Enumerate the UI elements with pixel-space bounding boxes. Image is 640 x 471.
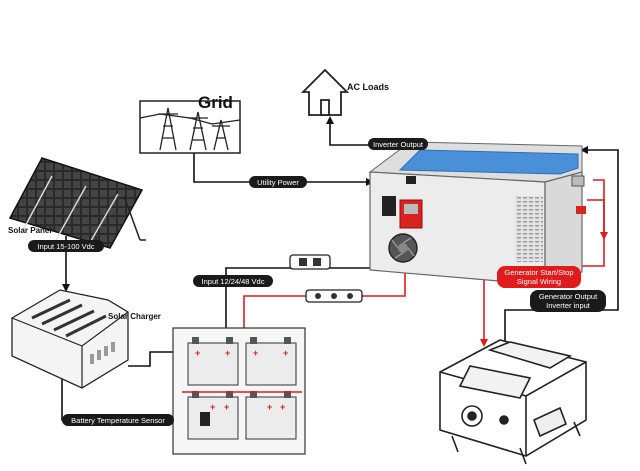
- fuse-black-icon: [289, 254, 331, 270]
- solar-panel-label: Solar Panel: [8, 226, 52, 235]
- solar-charger-label: Solar Charger: [108, 312, 161, 321]
- battery-bank-icon: + + + + + + + +: [172, 327, 306, 455]
- svg-text:+: +: [225, 348, 230, 358]
- inverter-icon: [368, 141, 586, 286]
- svg-text:+: +: [267, 402, 272, 412]
- pill-gen-start-stop-line2: Signal Wiring: [517, 277, 561, 286]
- svg-text:+: +: [280, 402, 285, 412]
- fuse-red-icon: [305, 289, 363, 303]
- pill-input-15-100: Input 15-100 Vdc: [28, 240, 104, 252]
- pill-utility-power: Utility Power: [249, 176, 307, 188]
- ac-loads-label: AC Loads: [347, 82, 389, 92]
- pill-generator-output-line2: Inverter input: [546, 301, 591, 310]
- solar-charger-icon: [11, 289, 129, 389]
- pill-gen-start-stop-line1: Generator Start/Stop: [504, 268, 573, 277]
- pill-generator-output-line1: Generator Output: [539, 292, 598, 301]
- pill-utility-power-text: Utility Power: [257, 178, 299, 187]
- grid-icon: [139, 100, 241, 154]
- pill-input-12-24-48-text: Input 12/24/48 Vdc: [202, 277, 265, 286]
- pill-battery-temp-sensor: Battery Temperature Sensor: [62, 414, 174, 426]
- svg-text:+: +: [253, 348, 258, 358]
- house-icon: [300, 68, 350, 116]
- svg-text:+: +: [210, 402, 215, 412]
- pill-generator-output: Generator Output Inverter input: [530, 290, 606, 312]
- grid-label: Grid: [198, 93, 233, 112]
- svg-text:+: +: [195, 348, 200, 358]
- pill-gen-start-stop: Generator Start/Stop Signal Wiring: [497, 266, 581, 288]
- svg-text:+: +: [224, 402, 229, 412]
- pill-inverter-output: Inverter Output: [368, 138, 428, 150]
- svg-text:+: +: [283, 348, 288, 358]
- pill-input-15-100-text: Input 15-100 Vdc: [37, 242, 94, 251]
- pill-battery-temp-sensor-text: Battery Temperature Sensor: [71, 416, 165, 425]
- pill-inverter-output-text: Inverter Output: [373, 140, 424, 149]
- solar-panel-icon: [8, 157, 146, 249]
- generator-icon: [439, 339, 587, 465]
- pill-input-12-24-48: Input 12/24/48 Vdc: [193, 275, 273, 287]
